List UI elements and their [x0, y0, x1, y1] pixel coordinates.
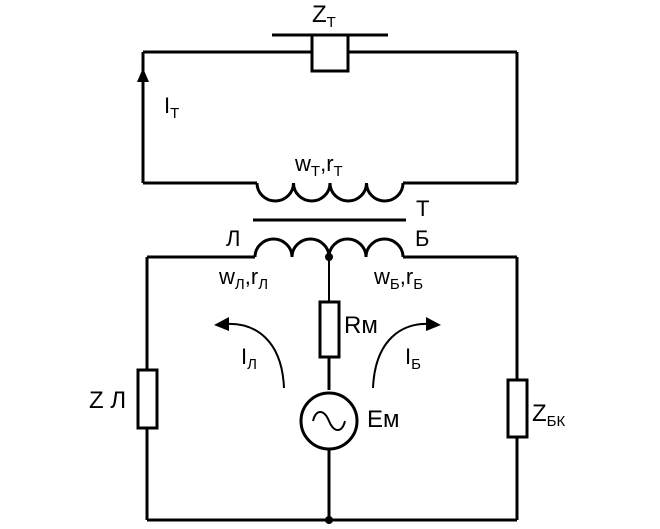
- label-wl-rl: wЛ,rЛ: [219, 264, 269, 293]
- label-zbk: ZБК: [532, 400, 566, 430]
- label-it: IТ: [164, 93, 180, 122]
- ib-arrow-curve: [372, 322, 431, 389]
- rm-resistor: [318, 300, 341, 359]
- label-terminal-b: Б: [415, 226, 430, 251]
- coil-winding-l: [253, 237, 331, 258]
- label-il: IЛ: [241, 344, 257, 373]
- it-arrow-icon: [137, 68, 149, 82]
- il-arrowhead-icon: [214, 317, 229, 331]
- junction-dot-bottom: [325, 516, 333, 524]
- label-em: Eм: [367, 406, 400, 433]
- zl-impedance: [136, 368, 159, 430]
- label-terminal-t: Т: [416, 196, 430, 221]
- label-ib: IБ: [405, 344, 421, 373]
- sine-wave-icon: [312, 411, 346, 431]
- ib-arrowhead-icon: [426, 317, 441, 331]
- lower-loop: [145, 255, 519, 522]
- label-wb-rb: wБ,rБ: [374, 264, 424, 293]
- label-zl: Z Л: [89, 387, 127, 414]
- label-rm: Rм: [344, 312, 378, 339]
- coil-winding-t: [255, 182, 405, 203]
- label-terminal-l: Л: [226, 226, 241, 251]
- junction-dot-top: [325, 253, 333, 261]
- zt-impedance: [272, 33, 388, 73]
- label-wt-rt: wТ,rТ: [295, 151, 343, 180]
- label-zt: ZТ: [312, 1, 336, 31]
- coil-winding-b: [327, 237, 405, 258]
- zbk-impedance: [506, 378, 529, 439]
- il-arrow-curve: [224, 322, 285, 389]
